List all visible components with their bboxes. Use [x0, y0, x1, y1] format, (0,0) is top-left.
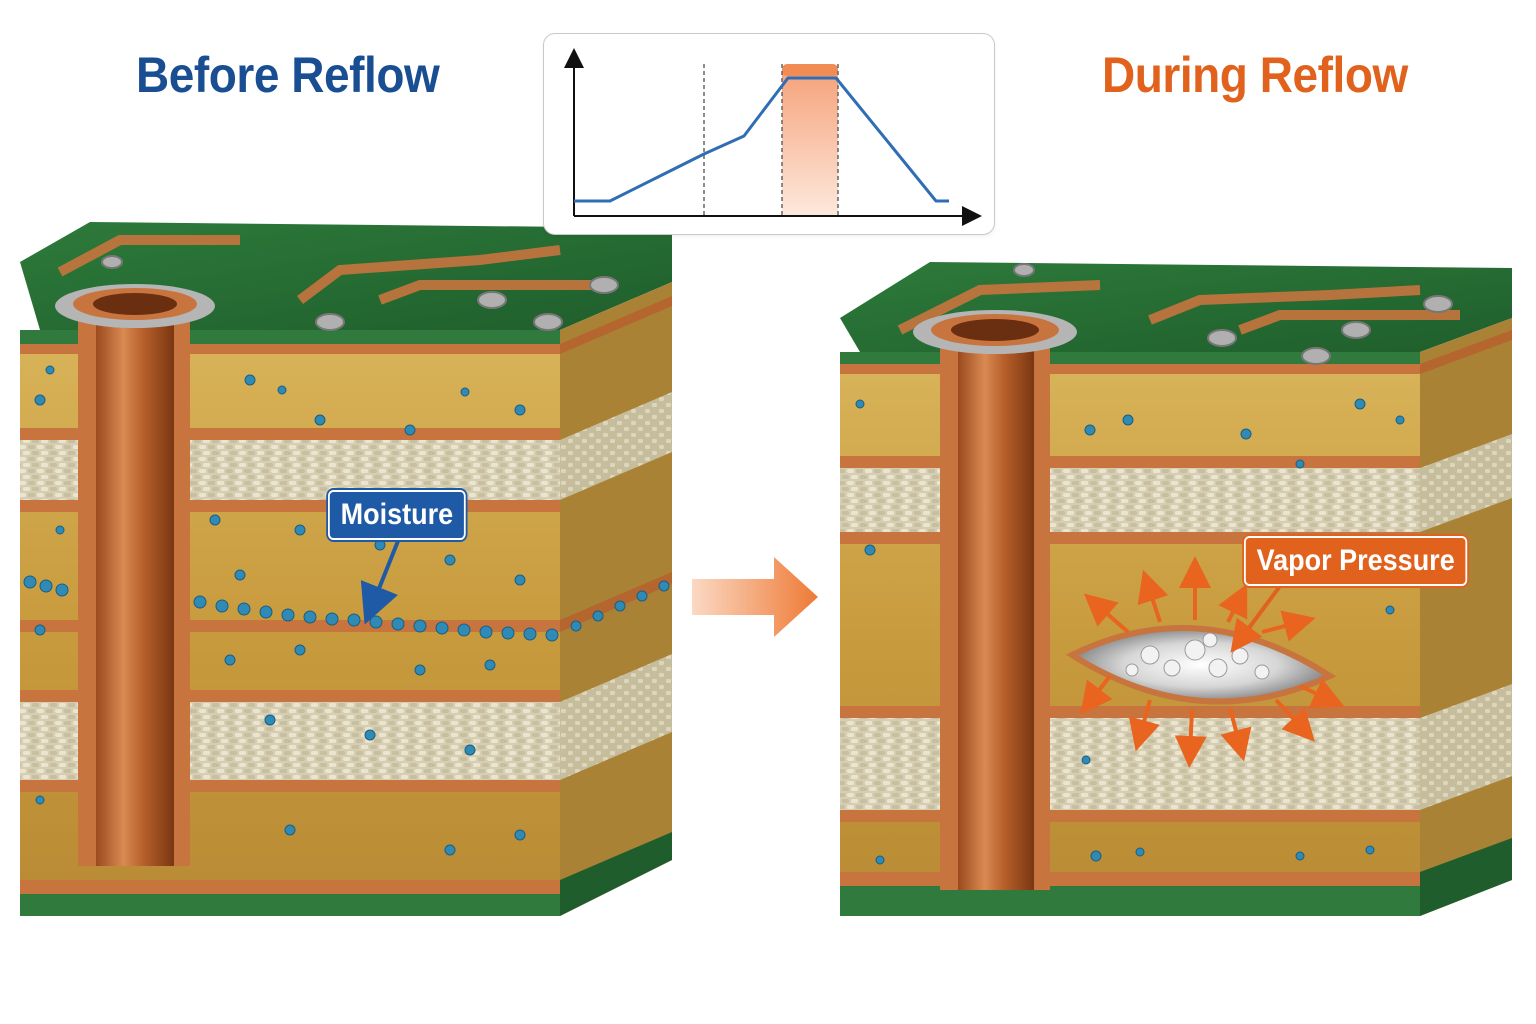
right-arrow-icon [692, 557, 818, 637]
solder-pads [101, 255, 619, 331]
reflow-profile-chart [564, 48, 982, 226]
temperature-curve [574, 76, 949, 203]
moisture-droplets [855, 398, 1405, 865]
pcb-cross-section-before [20, 222, 672, 916]
moisture-droplets [34, 365, 526, 856]
moisture-callout: Moisture [328, 490, 466, 540]
pcb-side-face [1420, 318, 1512, 916]
before-reflow-title: Before Reflow [136, 47, 440, 103]
peak-zone [782, 70, 838, 215]
pcb-cross-section-during [840, 262, 1512, 916]
vapor-pointer [1230, 576, 1288, 653]
delamination-blister [1065, 625, 1337, 705]
vapor-pressure-callout: Vapor Pressure [1244, 536, 1468, 586]
moisture-pointer [360, 535, 402, 625]
pressure-arrow-icon [1080, 556, 1345, 768]
solder-pads [1013, 263, 1453, 365]
reflow-profile-card [543, 33, 995, 235]
moisture-line [23, 575, 670, 642]
glass-weave-layer [840, 718, 1420, 810]
during-reflow-title: During Reflow [1102, 47, 1408, 103]
glass-weave-layer [840, 468, 1420, 532]
